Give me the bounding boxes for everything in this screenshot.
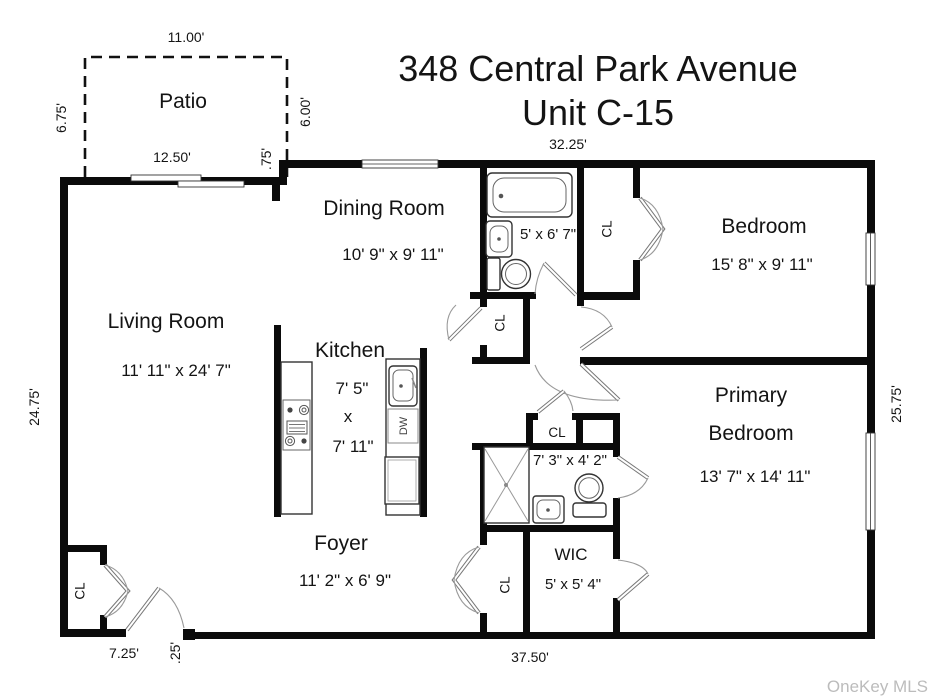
toilet [486, 257, 501, 291]
patio-slider-window [177, 180, 245, 188]
patio-bottom-measurement: 12.50' [153, 149, 191, 165]
refrigerator [384, 456, 420, 505]
patio-label: Patio [159, 90, 207, 113]
bathtub [486, 172, 573, 218]
bedroom-closet-label: CL [600, 220, 615, 238]
kitchen-fixtures [280, 358, 421, 516]
wall [272, 185, 280, 201]
interior-walls [60, 160, 867, 639]
wall [60, 629, 126, 637]
patio-left-measurement: 6.75' [53, 103, 69, 133]
dishwasher [387, 408, 419, 444]
kitchen-length: 7' 11" [332, 437, 373, 456]
hall-bathroom-fixtures [485, 172, 573, 291]
doors [125, 261, 650, 632]
primary-bathroom-fixtures [483, 446, 607, 524]
primary-bedroom-label-line2: Bedroom [708, 422, 793, 445]
living-room-label: Living Room [108, 310, 225, 333]
wic-label: WIC [554, 545, 587, 564]
bottom-left-measurement: 7.25' [109, 645, 139, 661]
foyer-label: Foyer [314, 532, 368, 555]
entry-closet-bifold [103, 563, 131, 619]
hall-closet-label: CL [493, 314, 508, 332]
plan-title-line1: 348 Central Park Avenue [398, 48, 798, 89]
bottom-step-measurement: .25' [167, 642, 183, 664]
bedroom-dimensions: 15' 8" x 9' 11" [711, 255, 812, 274]
patio-top-measurement: 11.00' [168, 29, 205, 45]
dining-room-dimensions: 10' 9" x 9' 11" [342, 245, 443, 264]
watermark: OneKey MLS [827, 677, 928, 696]
patio-step-measurement: .75' [258, 148, 274, 170]
bifold-doors [103, 196, 666, 619]
bedroom-closet-bifold [638, 196, 666, 262]
unit-bottom-measurement: 37.50' [511, 649, 549, 665]
unit-right-measurement: 25.75' [888, 385, 904, 423]
foyer-dimensions: 11' 2" x 6' 9" [299, 571, 391, 590]
kitchen-label: Kitchen [315, 339, 385, 362]
primary-bathroom-dimensions: 7' 3" x 4' 2" [533, 452, 607, 469]
living-room-dimensions: 11' 11" x 24' 7" [121, 361, 231, 380]
dining-room-label: Dining Room [323, 197, 444, 220]
patio-slider-window [130, 174, 202, 182]
kitchen-island [280, 361, 313, 515]
dishwasher-label: DW [398, 416, 410, 435]
unit-left-measurement: 24.75' [26, 388, 42, 426]
kitchen-width: 7' 5" [336, 379, 369, 398]
hall-bathroom-dimensions: 5' x 6' 7" [520, 226, 576, 243]
entry-closet-label: CL [73, 582, 88, 600]
wall [867, 160, 875, 639]
plan-title-line2: Unit C-15 [522, 92, 674, 133]
wall [188, 632, 875, 639]
wall [60, 177, 68, 637]
bedroom-label: Bedroom [721, 215, 806, 238]
foyer-closet-bifold [451, 545, 481, 615]
primary-bedroom-label-line1: Primary [715, 384, 788, 407]
primary-bedroom-dimensions: 13' 7" x 14' 11" [700, 467, 811, 486]
patio-outline [83, 55, 289, 177]
kitchen-sink [388, 365, 418, 407]
patio-right-measurement: 6.00' [297, 97, 313, 127]
windows [130, 159, 876, 531]
foyer-closet-label: CL [498, 576, 513, 594]
kitchen-by: x [344, 407, 353, 426]
range [282, 399, 311, 451]
unit-top-measurement: 32.25' [549, 136, 587, 152]
primary-closet-label: CL [548, 425, 566, 440]
wic-dimensions: 5' x 5' 4" [545, 576, 601, 593]
wall [279, 160, 287, 185]
